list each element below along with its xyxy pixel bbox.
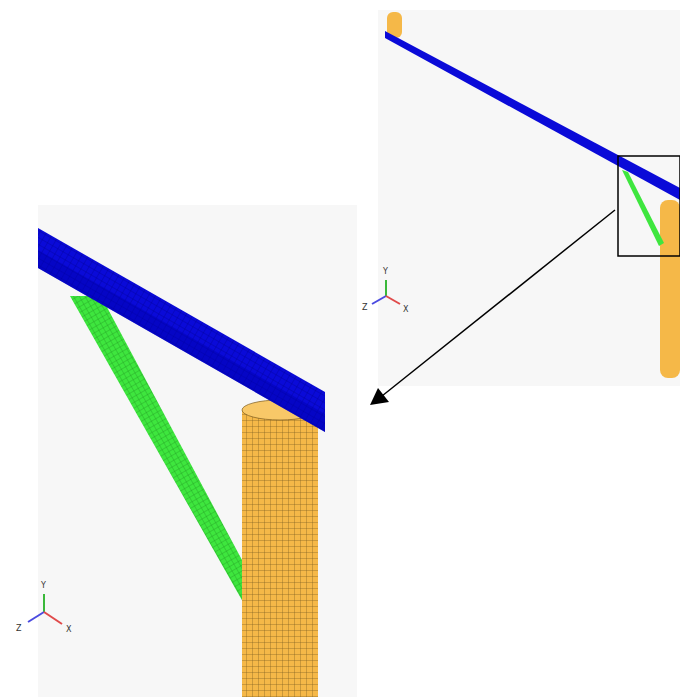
axis-triad — [28, 594, 62, 624]
beam-web — [38, 250, 325, 432]
axis-label: Z — [16, 625, 21, 633]
zoom-arrowhead — [370, 388, 389, 405]
overview-ground — [378, 10, 680, 386]
axis-label: Y — [41, 582, 46, 590]
brace-overview — [622, 170, 664, 246]
beam-overview — [385, 31, 680, 200]
axis-label: Z — [362, 304, 367, 312]
axis-label: X — [66, 626, 71, 634]
column — [242, 410, 318, 697]
axis-label: Y — [383, 268, 388, 276]
beam — [38, 228, 325, 432]
axis-triad — [372, 280, 400, 304]
zoom-arrow — [382, 210, 615, 396]
column-overview — [660, 200, 680, 378]
zoom-ground — [38, 205, 357, 697]
axis-label: X — [403, 306, 408, 314]
zoom-box — [618, 156, 680, 256]
